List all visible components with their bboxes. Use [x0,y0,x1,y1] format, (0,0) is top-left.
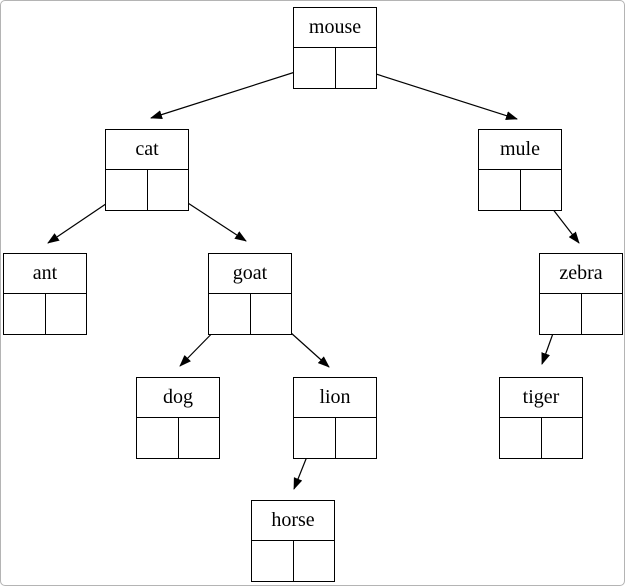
node-pointer-row-goat [208,294,292,335]
node-pointer-row-horse [251,541,335,582]
tree-node-tiger: tiger [499,377,583,459]
node-left-pointer-cell-dog [137,418,179,458]
node-pointer-row-lion [293,418,377,459]
tree-node-zebra: zebra [539,253,623,335]
node-right-pointer-cell-ant [46,294,87,334]
node-left-pointer-cell-zebra [540,294,582,334]
tree-node-dog: dog [136,377,220,459]
node-pointer-row-mule [478,170,562,211]
node-right-pointer-cell-horse [294,541,335,581]
node-right-pointer-cell-lion [336,418,377,458]
node-label-ant: ant [3,253,87,294]
node-label-lion: lion [293,377,377,418]
node-label-goat: goat [208,253,292,294]
tree-node-horse: horse [251,500,335,582]
node-label-mouse: mouse [293,7,377,48]
node-pointer-row-zebra [539,294,623,335]
node-label-dog: dog [136,377,220,418]
tree-node-cat: cat [105,129,189,211]
node-label-mule: mule [478,129,562,170]
node-label-cat: cat [105,129,189,170]
node-left-pointer-cell-tiger [500,418,542,458]
node-label-horse: horse [251,500,335,541]
node-right-pointer-cell-cat [148,170,189,210]
node-pointer-row-tiger [499,418,583,459]
node-left-pointer-cell-lion [294,418,336,458]
tree-node-goat: goat [208,253,292,335]
node-right-pointer-cell-mouse [336,48,377,88]
node-right-pointer-cell-tiger [542,418,583,458]
edge-mouse-left-cat [150,65,315,119]
tree-node-mouse: mouse [293,7,377,89]
node-right-pointer-cell-zebra [582,294,623,334]
node-left-pointer-cell-goat [209,294,251,334]
node-label-zebra: zebra [539,253,623,294]
node-pointer-row-dog [136,418,220,459]
node-left-pointer-cell-mouse [294,48,336,88]
node-pointer-row-ant [3,294,87,335]
tree-node-ant: ant [3,253,87,335]
node-pointer-row-mouse [293,48,377,89]
node-right-pointer-cell-dog [179,418,220,458]
node-pointer-row-cat [105,170,189,211]
tree-node-mule: mule [478,129,562,211]
node-left-pointer-cell-horse [252,541,294,581]
node-label-tiger: tiger [499,377,583,418]
tree-node-lion: lion [293,377,377,459]
node-right-pointer-cell-mule [521,170,562,210]
node-left-pointer-cell-mule [479,170,521,210]
node-left-pointer-cell-cat [106,170,148,210]
edge-mouse-right-mule [353,66,518,120]
node-right-pointer-cell-goat [251,294,292,334]
node-left-pointer-cell-ant [4,294,46,334]
